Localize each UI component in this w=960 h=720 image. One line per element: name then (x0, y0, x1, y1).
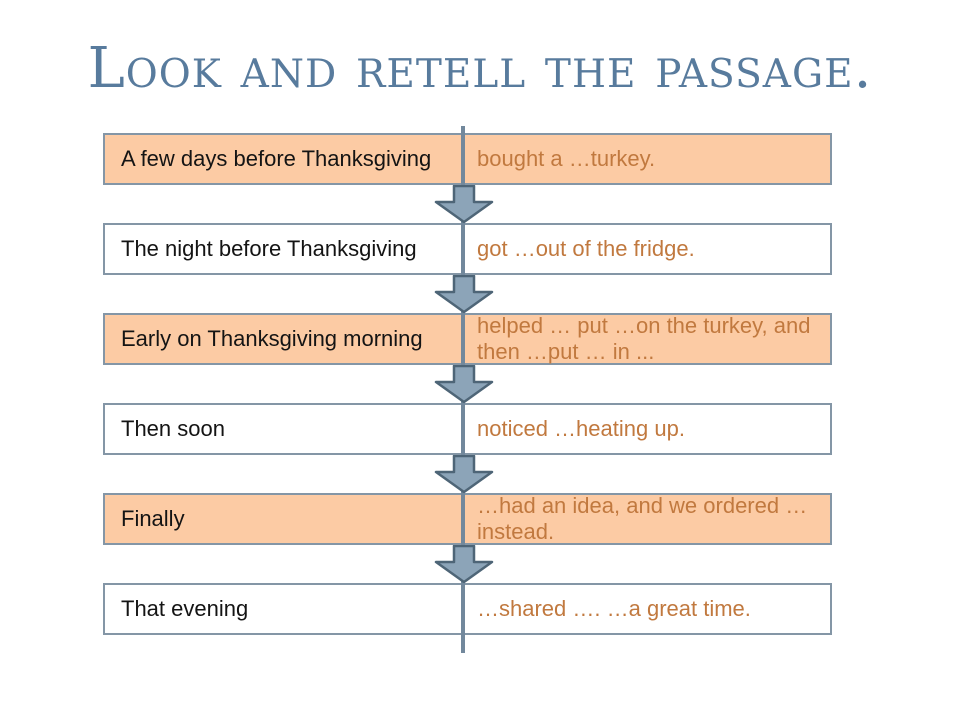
event-text: bought a …turkey. (477, 146, 656, 171)
arrow-slot (103, 545, 832, 583)
event-text: …shared …. …a great time. (477, 596, 751, 621)
timeline-row: A few days before Thanksgiving bought a … (103, 133, 832, 185)
time-label: Finally (121, 506, 185, 531)
timeline-flow: A few days before Thanksgiving bought a … (103, 126, 832, 653)
event-text: …had an idea, and we ordered … instead. (477, 493, 808, 544)
timeline-row: The night before Thanksgiving got …out o… (103, 223, 832, 275)
down-arrow-icon (434, 275, 494, 313)
timeline-row: Finally …had an idea, and we ordered … i… (103, 493, 832, 545)
event-text: got …out of the fridge. (477, 236, 695, 261)
down-arrow-icon (434, 455, 494, 493)
arrow-slot (103, 275, 832, 313)
event-text: noticed …heating up. (477, 416, 685, 441)
timeline-row: That evening …shared …. …a great time. (103, 583, 832, 635)
down-arrow-icon (434, 365, 494, 403)
slide-title: Look and retell the passage. (87, 36, 873, 101)
time-label: Then soon (121, 416, 225, 441)
down-arrow-icon (434, 185, 494, 223)
timeline-row: Early on Thanksgiving morning helped … p… (103, 313, 832, 365)
timeline-row: Then soon noticed …heating up. (103, 403, 832, 455)
time-label: Early on Thanksgiving morning (121, 326, 423, 351)
arrow-slot (103, 365, 832, 403)
time-label: A few days before Thanksgiving (121, 146, 432, 171)
event-text: helped … put …on the turkey, and then …p… (477, 313, 811, 364)
arrow-slot (103, 455, 832, 493)
time-label: The night before Thanksgiving (121, 236, 417, 261)
time-label: That evening (121, 596, 249, 621)
down-arrow-icon (434, 545, 494, 583)
arrow-slot (103, 185, 832, 223)
